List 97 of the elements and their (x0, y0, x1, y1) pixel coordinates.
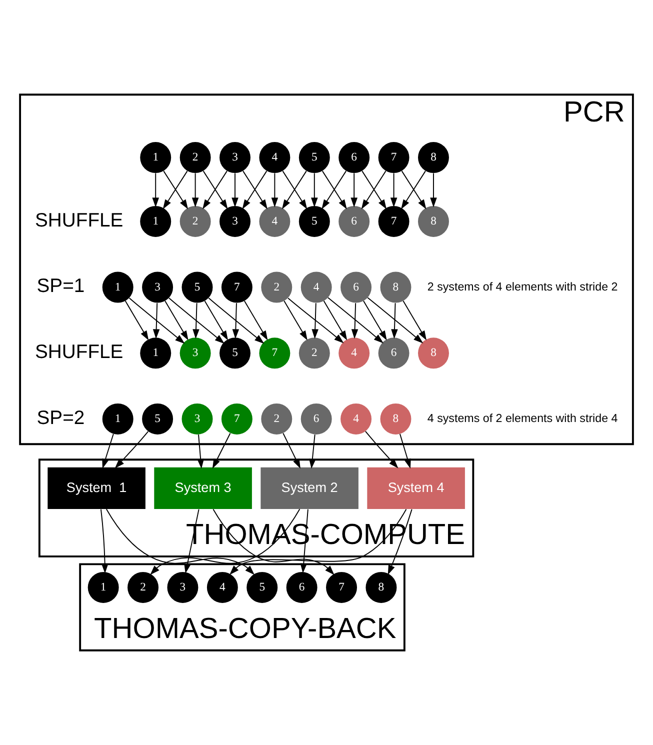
arrow (351, 302, 358, 339)
arrow (232, 172, 238, 208)
node-circle: 5 (246, 572, 278, 603)
arrow (312, 302, 318, 339)
label: 2 systems of 4 elements with stride 2 (427, 280, 618, 294)
node-circle: 6 (286, 572, 318, 603)
arrow (399, 433, 411, 469)
node-circle: 2 (261, 272, 292, 303)
node-circle: 8 (418, 142, 449, 174)
arrow (152, 172, 159, 208)
node-circle: 6 (338, 142, 370, 174)
node-circle: 8 (380, 272, 412, 303)
arrow (106, 508, 255, 575)
arrow (204, 300, 228, 340)
node-circle: 2 (180, 206, 211, 237)
node-circle: 3 (220, 206, 250, 237)
node-circle: 2 (128, 572, 159, 603)
arrow (390, 172, 398, 208)
arrow (271, 172, 278, 208)
arrow (100, 508, 108, 574)
node-circle: 5 (298, 142, 330, 174)
node-circle: 4 (300, 272, 332, 303)
arrow (212, 432, 231, 469)
arrow (164, 300, 188, 340)
node-box: System 1 (48, 467, 146, 510)
arrow (363, 300, 387, 340)
node-circle: 8 (418, 338, 449, 369)
node-circle: 7 (221, 272, 252, 303)
node-circle: 8 (418, 206, 449, 237)
label: SHUFFLE (35, 209, 124, 232)
node-circle: 3 (142, 272, 174, 303)
node-circle: 3 (167, 572, 198, 603)
node-circle: 3 (220, 142, 250, 174)
arrow (311, 172, 318, 208)
node-circle: 2 (298, 338, 330, 369)
node-circle: 7 (221, 403, 252, 434)
node-circle: 1 (102, 272, 134, 303)
node-circle: 1 (140, 142, 172, 174)
label: SHUFFLE (35, 340, 124, 363)
node-circle: 7 (259, 338, 290, 369)
node-circle: 6 (300, 403, 332, 434)
arrow (322, 170, 347, 210)
arrow (430, 172, 437, 208)
node-circle: 8 (380, 403, 412, 434)
arrow (197, 434, 204, 469)
node-circle: 7 (378, 206, 410, 237)
arrow (288, 298, 344, 344)
node-circle: 5 (182, 272, 213, 303)
arrow (282, 432, 300, 469)
label: SP=1 (36, 275, 85, 298)
node-circle: 4 (338, 338, 370, 369)
arrow (192, 172, 199, 208)
node-circle: 6 (378, 338, 410, 369)
node-circle: 4 (259, 206, 290, 237)
node-box: System 2 (260, 467, 358, 510)
arrow (192, 302, 200, 339)
arrow (327, 297, 384, 344)
arrow (244, 300, 268, 340)
arrow (232, 302, 240, 339)
arrow (102, 433, 114, 469)
arrow (208, 298, 264, 344)
node-circle: 6 (340, 272, 372, 303)
arrow (114, 430, 149, 468)
arrow (367, 297, 424, 344)
node-circle: 6 (338, 206, 370, 237)
arrow (323, 300, 348, 340)
node-circle: 3 (180, 338, 211, 369)
arrow (128, 298, 185, 344)
node-circle: 7 (378, 142, 410, 174)
node-circle: 4 (206, 572, 238, 603)
node-box: System 3 (154, 467, 252, 510)
arrow (124, 300, 149, 340)
node-circle: 1 (140, 338, 172, 369)
label: 4 systems of 2 elements with stride 4 (427, 412, 618, 425)
node-circle: 1 (102, 403, 134, 434)
node-circle: 2 (261, 403, 292, 434)
arrow (284, 300, 308, 340)
arrow (350, 172, 358, 208)
node-box: System 4 (367, 467, 465, 510)
node-circle: 5 (142, 403, 174, 434)
node-circle: 4 (259, 142, 290, 174)
node-circle: 5 (298, 206, 330, 237)
node-circle: 1 (88, 572, 119, 603)
label: SP=2 (36, 406, 85, 429)
arrow (402, 300, 427, 340)
node-circle: 4 (340, 403, 372, 434)
arrow (168, 298, 225, 344)
node-circle: 1 (140, 206, 172, 237)
node-circle: 5 (220, 338, 250, 369)
arrow (309, 434, 316, 469)
node-circle: 2 (180, 142, 211, 174)
node-circle: 7 (326, 572, 357, 603)
node-circle: 3 (182, 403, 213, 434)
arrow (391, 302, 398, 339)
arrow (364, 430, 398, 468)
arrow (152, 302, 160, 339)
node-circle: 8 (366, 572, 397, 603)
